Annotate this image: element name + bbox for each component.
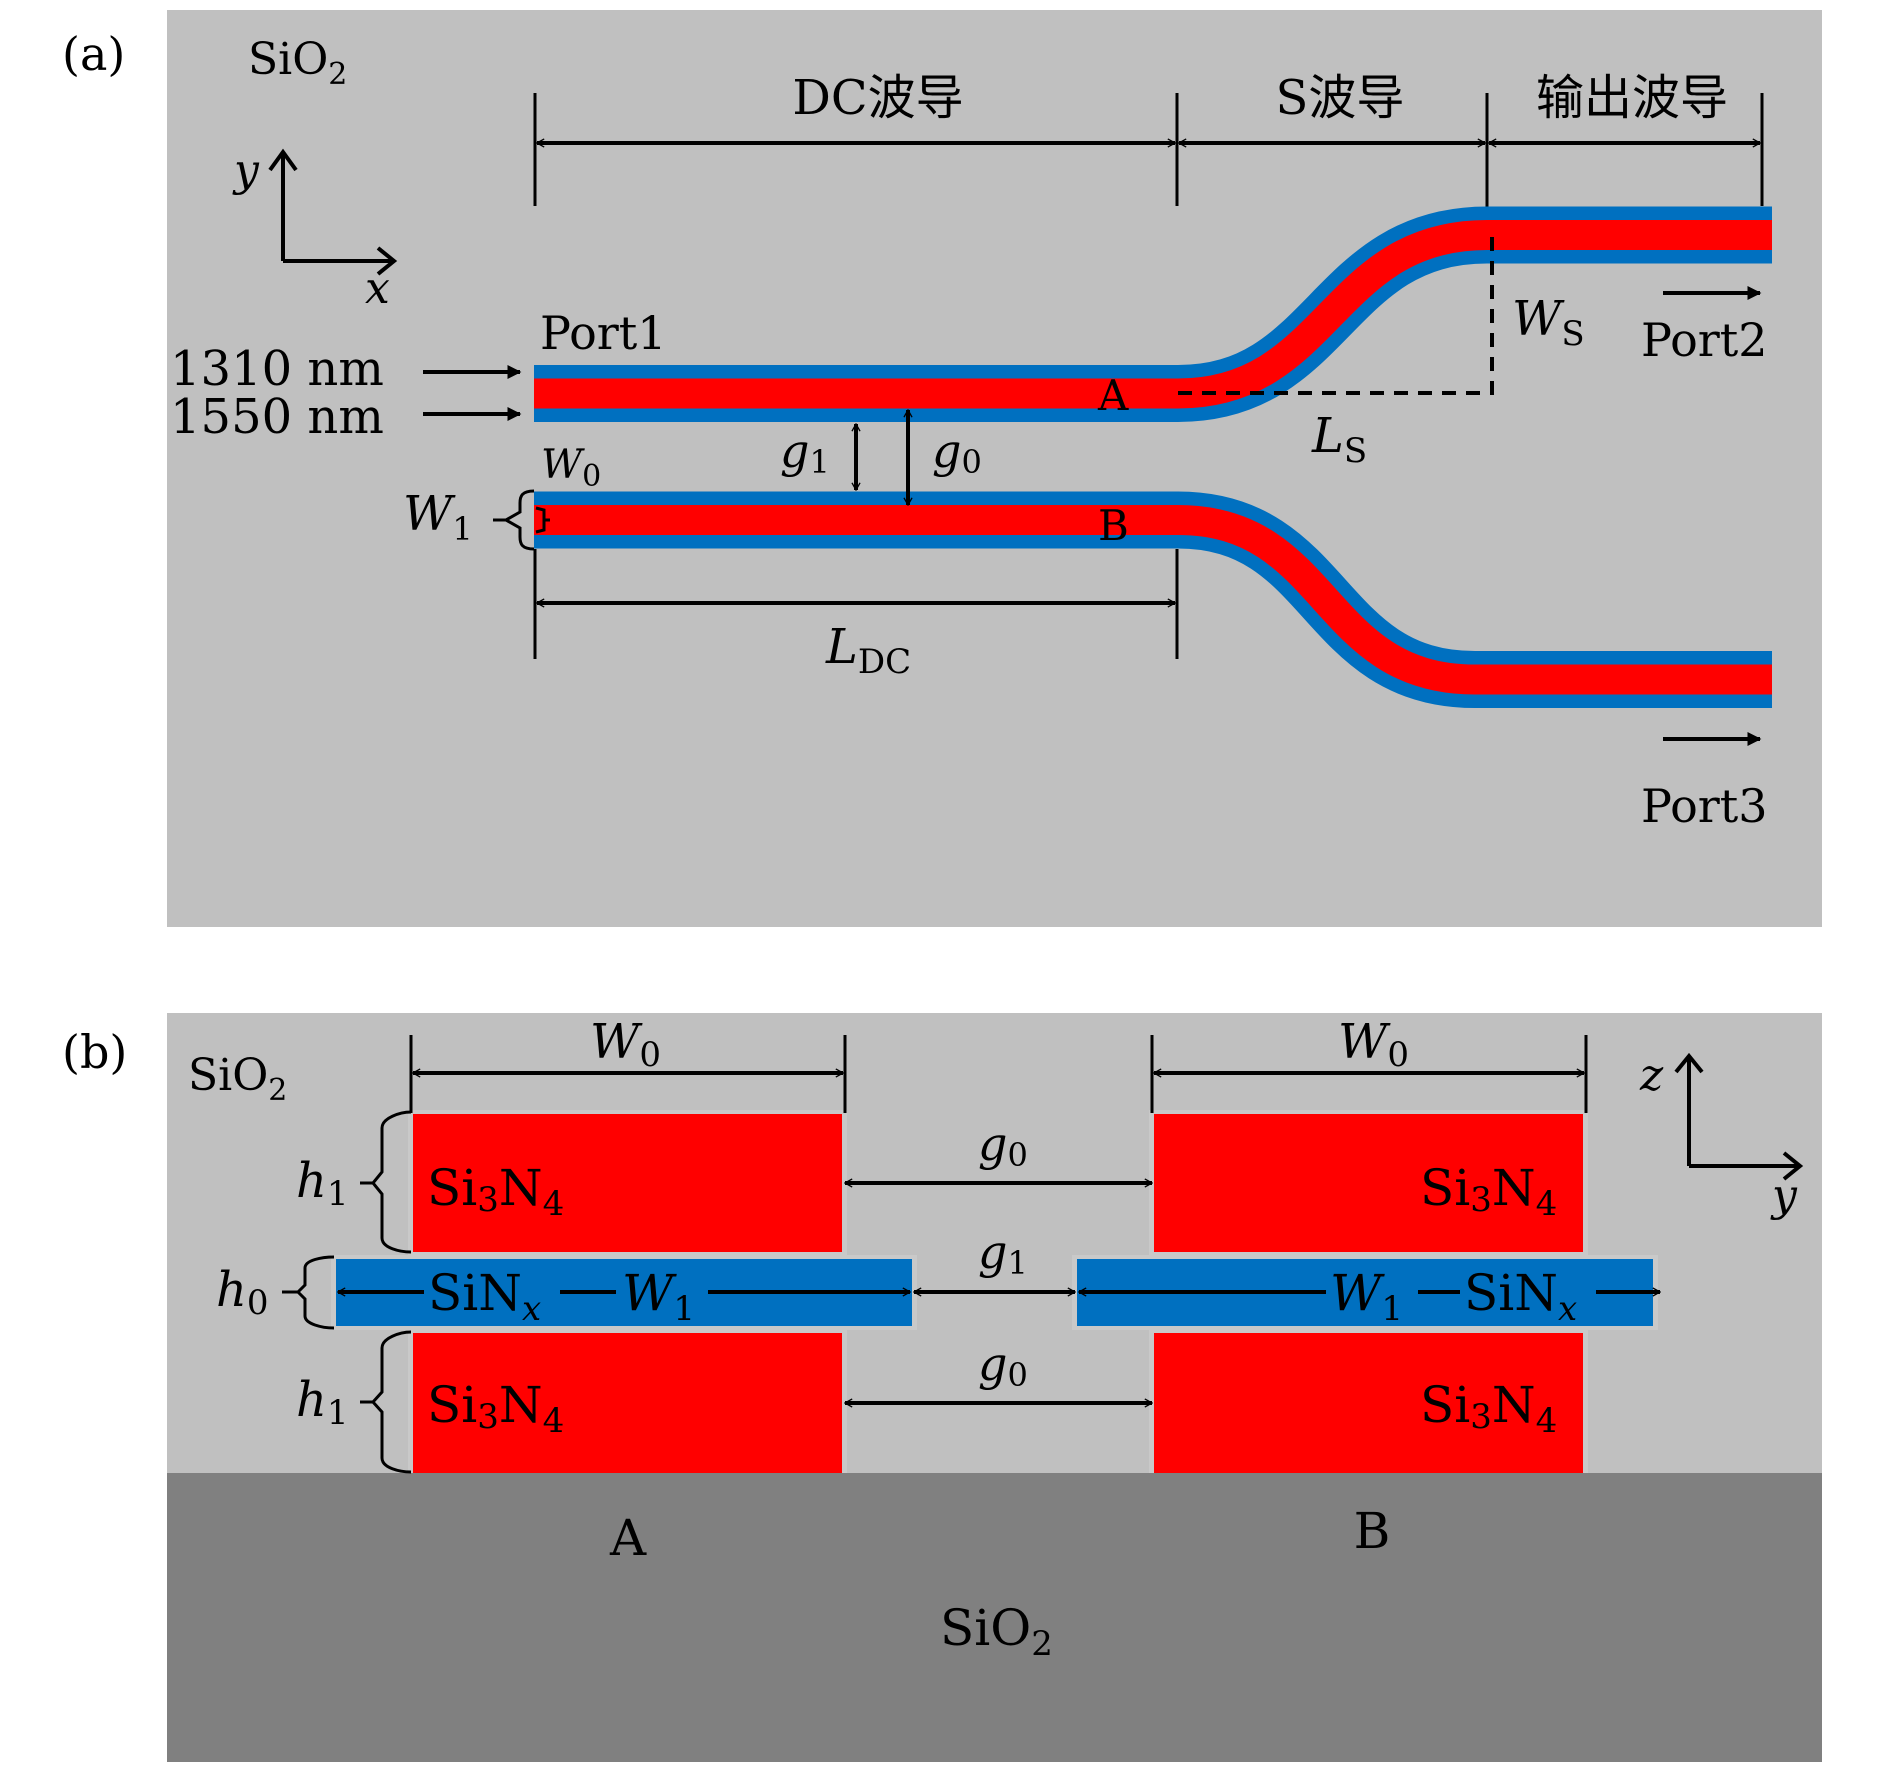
y-axis-label: y [1770,1170,1798,1221]
ws-label: WS [1512,291,1585,354]
si3n4-label: Si3N4 [427,1376,564,1441]
g1-label: g1 [780,424,830,481]
input-arrows: 1310 nm 1550 nm [170,341,522,445]
panel-a: (a) SiO2 y x DC波导 S波导 输出波导 [62,10,1822,927]
section-label-s: S波导 [1276,70,1405,126]
svg-text:SiNx: SiNx [1464,1264,1577,1329]
si3n4-block-a-top [413,1114,842,1252]
waveguide-b [534,491,1772,708]
section-label-output: 输出波导 [1536,70,1728,126]
x-axis-label: x [365,263,390,314]
g0-label-top: g0 [978,1117,1028,1174]
h1-label-bottom: h1 [296,1372,349,1433]
panel-a-material-label: SiO2 [248,34,347,92]
svg-text:SiNx: SiNx [428,1264,541,1329]
y-axis-arrowhead-icon [268,148,298,172]
si3n4-label: Si3N4 [427,1159,564,1224]
label-knockout [1326,1272,1418,1312]
panel-b-top-material-label: SiO2 [188,1050,287,1108]
panel-b-label: (b) [62,1025,127,1079]
waveguide-a-label: A [1097,371,1129,420]
g0-label: g0 [932,424,982,481]
sinx-label-b: W1 SiNx [1326,1264,1596,1329]
waveguide-a-label: A [609,1509,647,1567]
label-knockout [616,1272,708,1312]
label-knockout [1460,1272,1596,1312]
input-label-1550: 1550 nm [170,389,384,445]
zy-axes: z y [1639,1050,1804,1221]
port2-label: Port2 [1641,313,1768,367]
waveguide-end-mask [1772,180,1822,740]
w0-label-a: W0 [590,1014,661,1075]
waveguide-b-label: B [1098,501,1129,550]
w0-label: W0 [541,442,601,494]
panel-a-background [167,10,1822,927]
waveguide-b-label: B [1354,1502,1391,1560]
waveguide-a [534,206,1772,422]
label-knockout [424,1272,560,1312]
w0-brace [535,506,550,534]
g0-label-bottom: g0 [978,1337,1028,1394]
svg-text:W1: W1 [1330,1264,1403,1329]
ldc-label: LDC [825,619,911,682]
xy-axes: y x [232,145,398,314]
ls-label: LS [1311,408,1367,471]
h1-label-top: h1 [296,1153,349,1214]
g1-label: g1 [978,1225,1028,1282]
sinx-label-a: SiNx W1 [424,1264,708,1329]
port1-label: Port1 [540,306,667,360]
si3n4-label: Si3N4 [1420,1159,1557,1224]
si3n4-block-b-top [1154,1114,1583,1252]
section-dimensions: DC波导 S波导 输出波导 [533,70,1764,215]
waveguide-a-core [534,220,1772,409]
w1-label: W1 [403,486,473,548]
input-label-1310: 1310 nm [170,341,384,397]
substrate-material-label: SiO2 [940,1599,1053,1664]
y-axis-arrowhead-icon [1782,1151,1804,1181]
svg-text:W1: W1 [622,1264,695,1329]
section-label-dc: DC波导 [792,70,963,126]
port3-label: Port3 [1641,779,1768,833]
z-axis-label: z [1639,1050,1664,1101]
z-axis-arrowhead-icon [1674,1052,1704,1074]
panel-a-label: (a) [62,27,125,81]
w0-label-b: W0 [1338,1014,1409,1075]
si3n4-label: Si3N4 [1420,1376,1557,1441]
si3n4-block-a-bottom [413,1333,842,1473]
panel-b: (b) SiO2 Si3N4 Si3N4 Si3N4 Si3N4 W0 W0 [62,1013,1822,1762]
y-axis-label: y [232,145,260,196]
x-axis-arrowhead-icon [376,246,398,276]
si3n4-block-b-bottom [1154,1333,1583,1473]
h0-label: h0 [216,1262,269,1323]
panel-b-substrate [167,1473,1822,1762]
s-bend-dimension-dashes [1178,235,1494,395]
waveguide-b-core [534,505,1772,695]
